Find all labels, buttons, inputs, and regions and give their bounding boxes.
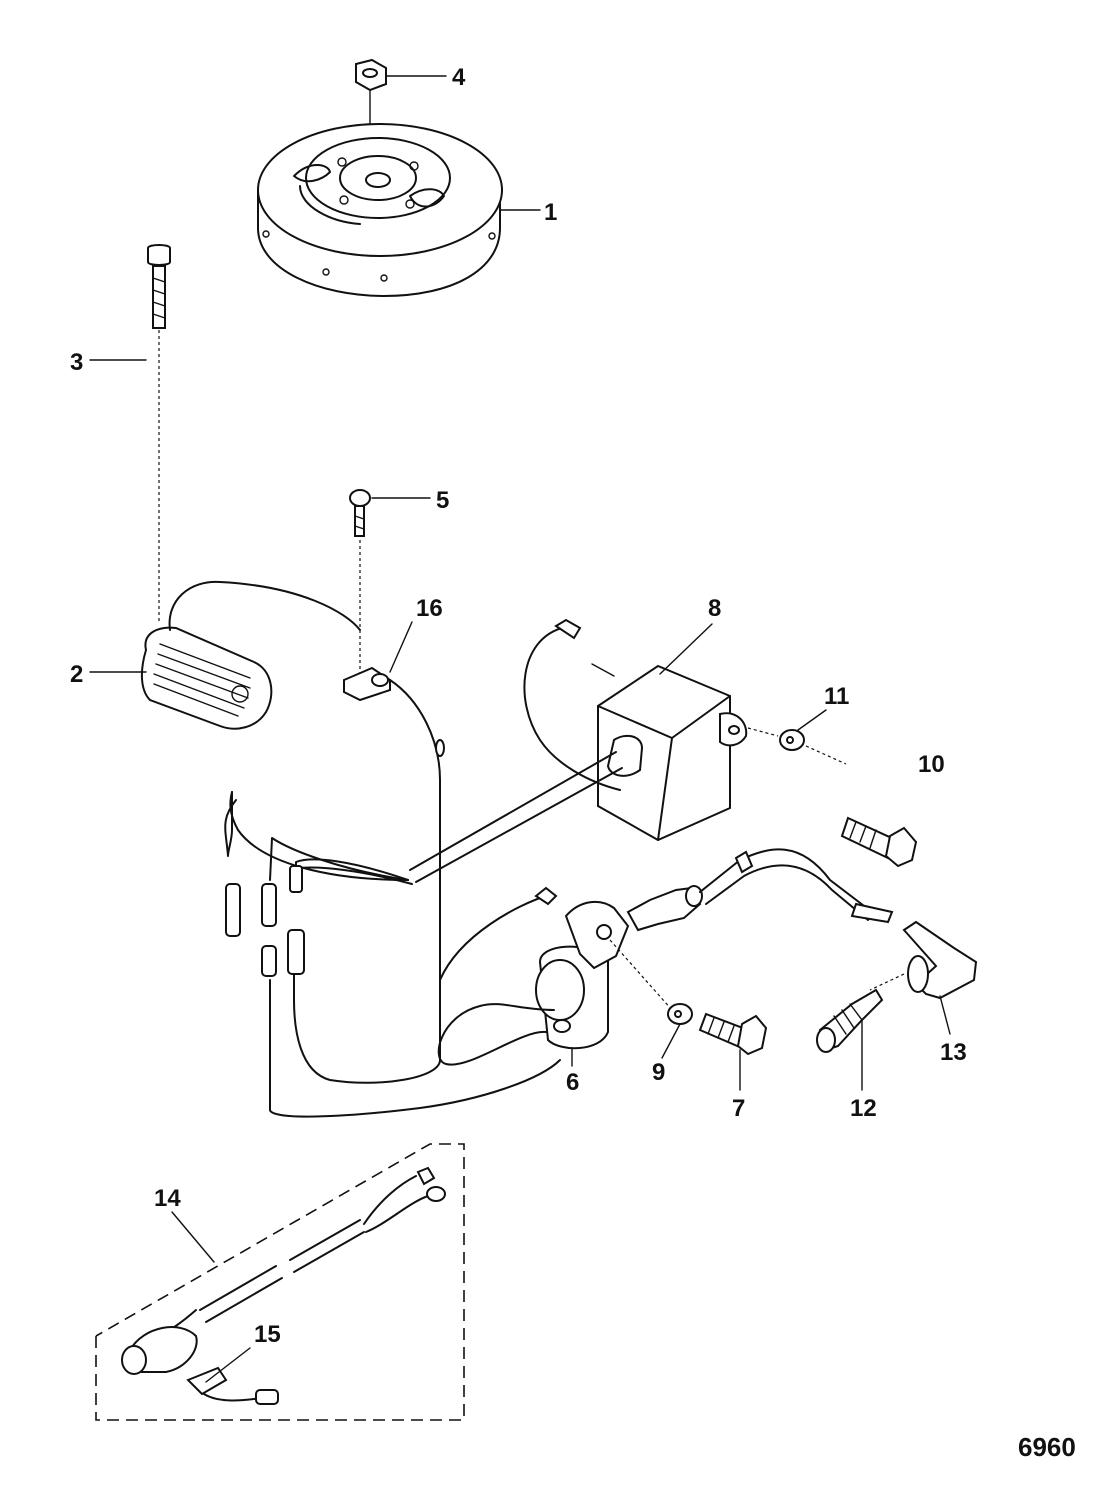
washer-9 xyxy=(667,1003,693,1025)
callout-10: 10 xyxy=(918,751,945,778)
callout-12: 12 xyxy=(850,1095,877,1122)
callout-4: 4 xyxy=(452,64,466,91)
callout-3: 3 xyxy=(70,349,83,376)
bolt-7 xyxy=(698,1012,768,1056)
screw-3 xyxy=(147,244,171,622)
figure-number: 6960 xyxy=(1018,1432,1076,1462)
callout-14: 14 xyxy=(154,1185,181,1212)
bolt-10 xyxy=(840,816,918,868)
leader-lines xyxy=(89,75,951,1383)
callout-16: 16 xyxy=(416,595,443,622)
kill-switch-group-outline xyxy=(95,1143,465,1421)
callout-13: 13 xyxy=(940,1039,967,1066)
high-tension-lead xyxy=(626,848,894,932)
callout-7: 7 xyxy=(732,1095,745,1122)
kill-switch-lead-14 xyxy=(159,1166,446,1337)
callout-labels: 4 1 3 5 16 2 8 11 10 6 9 7 12 13 14 15 6… xyxy=(70,64,1076,1462)
clamp-16 xyxy=(343,666,391,702)
callout-2: 2 xyxy=(70,661,83,688)
ignition-coil-6 xyxy=(437,886,673,1066)
wiring-harness xyxy=(224,679,561,1118)
washer-11 xyxy=(747,727,847,765)
callout-15: 15 xyxy=(254,1321,281,1348)
spark-plug-12 xyxy=(816,988,884,1053)
callout-1: 1 xyxy=(544,199,557,226)
callout-6: 6 xyxy=(566,1069,579,1096)
flywheel-1 xyxy=(257,123,503,298)
callout-5: 5 xyxy=(436,487,449,514)
screw-5 xyxy=(349,489,371,674)
callout-9: 9 xyxy=(652,1059,665,1086)
callout-11: 11 xyxy=(824,683,849,710)
callout-8: 8 xyxy=(708,595,721,622)
cdi-unit-8 xyxy=(409,618,748,883)
spark-plug-boot-13 xyxy=(869,920,978,1000)
stator-coil-2 xyxy=(140,580,361,730)
